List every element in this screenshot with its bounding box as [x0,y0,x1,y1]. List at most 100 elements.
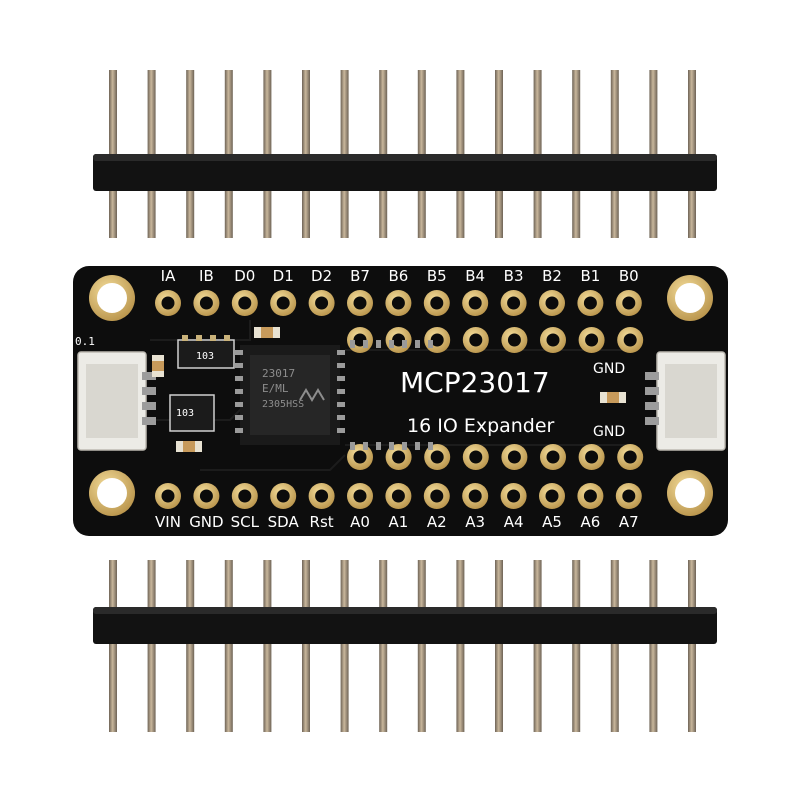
top-pin-label: B4 [465,267,485,285]
top-pin-label: B0 [619,267,639,285]
top-header-highlight [93,154,717,161]
inner-bottom-pad [385,444,412,470]
bottom-pin-label: A3 [465,513,485,531]
bottom-pad [193,483,220,509]
top-pin-label: IA [161,267,176,285]
top-pad [155,290,181,316]
top-pin-labels: IA IB D0 D1 D2 B7 B6 B5 B4 B3 B2 B1 B0 [161,267,639,285]
inner-top-pad [617,327,644,353]
board-title: MCP23017 [400,366,550,399]
top-pad [385,290,412,316]
chip-marking-line-2: E/ML [262,382,289,395]
bottom-header-pin [495,560,503,732]
top-pin-header [93,70,717,238]
inner-top-pad [540,327,566,353]
top-pin-label: B3 [504,267,524,285]
board-subtitle: 16 IO Expander [407,415,555,437]
chip-pins [235,340,433,450]
pcb-board: 0.1 103 103 [73,266,728,536]
bottom-pin-label: SCL [231,513,260,531]
top-pin-label: B5 [427,267,447,285]
bottom-pad [423,483,450,509]
top-pin-label: B1 [580,267,600,285]
inner-bottom-pad [347,444,373,470]
smd-capacitor-left [152,355,164,377]
bottom-pin-label: Rst [310,513,334,531]
bottom-header-pin [610,560,619,732]
right-gnd-label-1: GND [593,361,625,377]
bottom-header-pin [572,560,581,732]
bottom-header-pin [379,560,388,732]
bottom-pin-label: A4 [504,513,524,531]
top-pad [270,290,297,316]
top-pad [231,290,258,316]
bottom-header-pins [109,560,696,732]
chip-marking-line-3: 2305HSS [262,399,304,410]
bottom-pad [270,483,297,509]
inner-top-pad [462,327,489,353]
top-pad [615,290,642,316]
top-pin-label: IB [199,267,214,285]
bottom-pad [155,483,181,509]
top-header-plastic [93,154,717,191]
jumper-mark: 0.1 [75,335,95,348]
bottom-header-pin [263,560,272,732]
inner-bottom-pad [424,444,451,470]
bottom-header-pin [109,560,117,732]
bottom-header-pin [649,560,658,732]
inner-bottom-pad [501,444,528,470]
resistor-network-bottom: 103 [169,394,215,432]
top-pad [500,290,527,316]
resistor-network-top: 103 [177,335,235,369]
top-pad [193,290,220,316]
bottom-pin-label: VIN [155,513,181,531]
inner-top-pad-row [347,327,644,353]
bottom-pin-label: A5 [542,513,562,531]
bottom-pad [308,483,335,509]
bottom-pin-header [93,560,717,732]
bottom-pad [231,483,258,509]
mcp23017-chip: 23017 E/ML 2305HSS [235,340,433,450]
top-pad [423,290,450,316]
bottom-pin-label: A2 [427,513,447,531]
bottom-pin-label: GND [189,513,223,531]
smd-capacitor-bottom [176,441,202,452]
inner-top-pad [501,327,528,353]
top-pin-label: B6 [388,267,408,285]
top-pad-row [155,290,642,316]
top-pin-label: D2 [311,267,332,285]
resistor-code-bottom: 103 [176,408,194,419]
bottom-header-highlight [93,607,717,614]
inner-bottom-pad [578,444,605,470]
bottom-header-pin [688,560,696,732]
bottom-pin-label: SDA [268,513,300,531]
microchip-logo-icon [299,388,325,402]
mount-hole-top-left [89,275,135,321]
resistor-code-top: 103 [196,351,214,362]
mount-hole-bottom-left [89,470,135,516]
mount-hole-bottom-right [667,470,713,516]
bottom-header-pin [340,560,349,732]
inner-bottom-pad [462,444,489,470]
inner-top-pad [578,327,605,353]
smd-capacitor-top [254,327,280,338]
bottom-header-pin [302,560,310,732]
top-pin-label: B7 [350,267,370,285]
bottom-pad [462,483,489,509]
bottom-pad [577,483,604,509]
bottom-pad [385,483,412,509]
top-pin-label: D1 [273,267,294,285]
bottom-header-pin [224,560,233,732]
top-pin-label: D0 [234,267,255,285]
chip-marking-line-1: 23017 [262,367,295,380]
top-pad [539,290,565,316]
bottom-header-pin [417,560,426,732]
bottom-pad [500,483,527,509]
top-pin-label: B2 [542,267,562,285]
left-stemma-connector [77,351,156,451]
bottom-pin-label: A7 [619,513,639,531]
inner-bottom-pad-row [347,444,644,470]
